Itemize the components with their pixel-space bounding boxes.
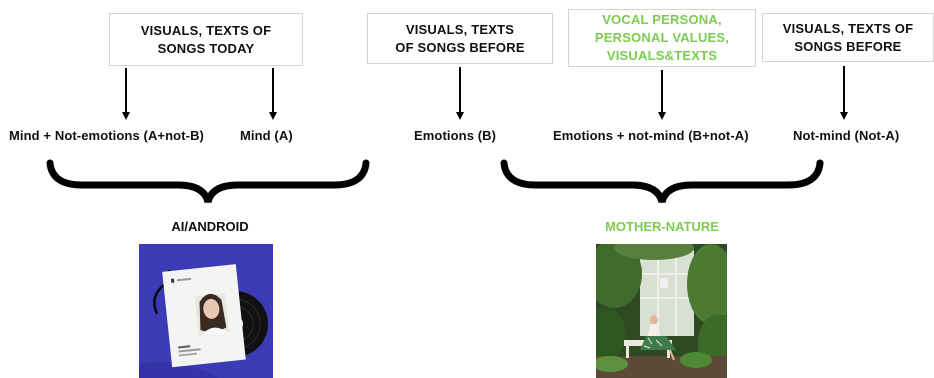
brace-left (46, 159, 370, 204)
box-vocal-persona: VOCAL PERSONA, PERSONAL VALUES, VISUALS&… (568, 9, 756, 67)
caption-mother-nature: MOTHER-NATURE (605, 219, 719, 234)
label-mind-not-emotions: Mind + Not-emotions (A+not-B) (9, 128, 204, 143)
caption-ai-android: AI/ANDROID (171, 219, 249, 234)
label-emotions-not-mind: Emotions + not-mind (B+not-A) (553, 128, 749, 143)
label-not-mind: Not-mind (Not-A) (793, 128, 900, 143)
brace-right (500, 159, 824, 204)
greenhouse-photo (596, 244, 727, 378)
box-songs-before-2: VISUALS, TEXTS OF SONGS BEFORE (762, 13, 934, 62)
album-photo (139, 244, 273, 378)
box-songs-today: VISUALS, TEXTS OF SONGS TODAY (109, 13, 303, 66)
label-mind: Mind (A) (240, 128, 293, 143)
label-emotions: Emotions (B) (414, 128, 497, 143)
box-songs-before-1: VISUALS, TEXTS OF SONGS BEFORE (367, 13, 553, 64)
